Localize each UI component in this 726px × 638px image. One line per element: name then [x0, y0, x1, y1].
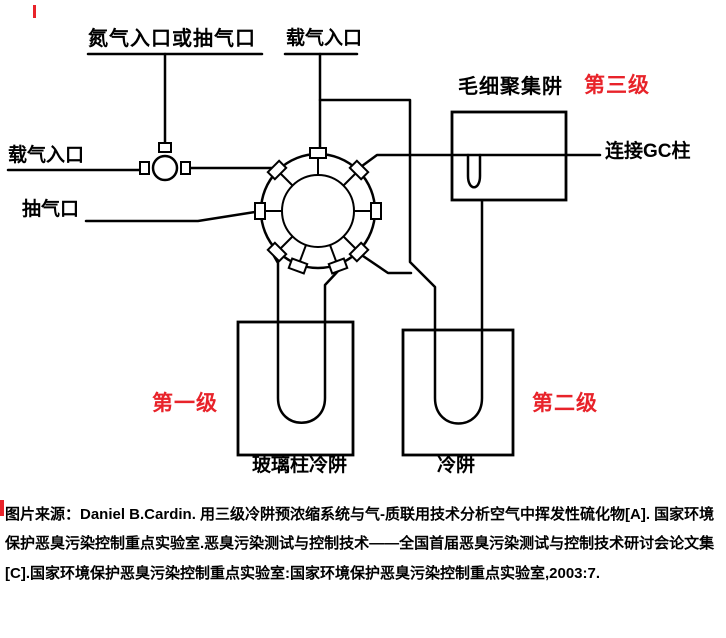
red-artifact-mark-left [0, 500, 4, 516]
label-stage2: 第二级 [532, 392, 598, 415]
label-gc-column: 连接GC柱 [605, 141, 691, 162]
glass-trap-box [236, 320, 355, 457]
label-nitrogen-inlet: 氮气入口或抽气口 [88, 28, 256, 50]
valve-to-trap2-connector [361, 254, 413, 275]
three-way-valve [139, 142, 191, 182]
gc-column-line [360, 153, 602, 168]
rotary-valve [254, 147, 382, 275]
trap2-tube [318, 98, 484, 425]
valve-port [348, 159, 370, 181]
threeway-top-stub [158, 142, 172, 153]
enclosure-boxes [236, 110, 568, 457]
label-cold-trap: 冷阱 [437, 455, 476, 476]
valve-port [287, 257, 309, 275]
valve-port [370, 202, 382, 220]
threeway-body [151, 154, 179, 182]
threeway-left-stub [139, 161, 150, 175]
threeway-right-stub [180, 161, 191, 175]
tubing-lines [6, 52, 602, 425]
source-caption: 图片来源：Daniel B.Cardin. 用三级冷阱预浓缩系统与气-质联用技术… [5, 506, 715, 582]
valve-port [266, 241, 288, 263]
label-stage1: 第一级 [152, 392, 218, 415]
label-stage3: 第三级 [584, 74, 650, 97]
label-pump-port: 抽气口 [22, 199, 80, 220]
valve-port [348, 241, 370, 263]
label-glass-column-trap: 玻璃柱冷阱 [252, 455, 348, 476]
capillary-trap-box [450, 110, 568, 202]
valve-port [327, 257, 349, 275]
pump-port-line [84, 210, 257, 223]
label-carrier-inlet-left: 载气入口 [8, 145, 85, 166]
valve-port [309, 147, 327, 159]
cold-trap-box [401, 328, 515, 457]
label-capillary-trap: 毛细聚集阱 [458, 76, 563, 98]
capillary-loop [466, 153, 482, 189]
label-carrier-inlet-top: 载气入口 [286, 28, 363, 49]
trap1-tube [272, 254, 341, 424]
red-artifact-mark-top [33, 5, 36, 18]
rotary-valve-ports [254, 147, 382, 275]
valve-port [266, 159, 288, 181]
schematic-drawing [6, 52, 602, 457]
rotary-valve-channels [265, 158, 371, 262]
valve-port [254, 202, 266, 220]
